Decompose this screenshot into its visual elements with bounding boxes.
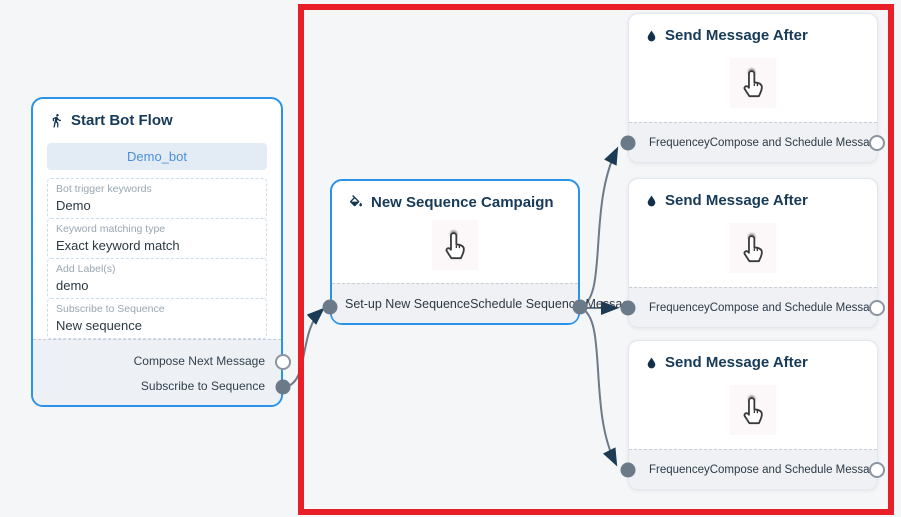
port-frequency-2[interactable] — [620, 300, 636, 316]
field-label: Bot trigger keywords — [56, 183, 152, 195]
water-drop-icon — [647, 195, 656, 206]
node-title: Start Bot Flow — [33, 99, 281, 129]
start-bot-flow-node[interactable]: Start Bot Flow Demo_bot Bot trigger keyw… — [31, 97, 283, 407]
node-title: Send Message After — [629, 14, 877, 44]
field-label: Subscribe to Sequence — [56, 303, 165, 315]
port-compose-next-message[interactable] — [275, 354, 291, 370]
field-label: Add Label(s) — [56, 263, 116, 275]
hand-cursor-click-area[interactable] — [730, 223, 776, 273]
message-node-footer: Frequencey Compose and Schedule Message — [629, 122, 882, 162]
message-node-footer: Frequencey Compose and Schedule Message — [629, 287, 882, 327]
field-label: Keyword matching type — [56, 223, 166, 235]
hand-cursor-icon — [743, 66, 763, 98]
handle-label-frequency[interactable]: Frequencey — [649, 301, 710, 314]
send-message-after-node-3[interactable]: Send Message After Frequencey Compose an… — [628, 340, 882, 490]
handle-label-frequency[interactable]: Frequencey — [649, 136, 710, 149]
port-compose-schedule-2[interactable] — [869, 300, 885, 316]
send-message-after-node-2[interactable]: Send Message After Frequencey Compose an… — [628, 178, 882, 328]
hand-cursor-click-area[interactable] — [730, 58, 776, 108]
node-title-label: Send Message After — [665, 354, 808, 371]
message-node-footer: Frequencey Compose and Schedule Message — [629, 449, 882, 489]
node-title-label: Start Bot Flow — [71, 112, 173, 129]
handle-label-frequency[interactable]: Frequencey — [649, 463, 710, 476]
paint-bucket-icon — [349, 194, 362, 206]
handle-label-schedule-sequence-message[interactable]: Schedule Sequence Message — [470, 296, 637, 311]
output-row-subscribe-to-sequence[interactable]: Subscribe to Sequence — [140, 379, 265, 393]
node-title-label: Send Message After — [665, 27, 808, 44]
port-setup-new-sequence[interactable] — [322, 299, 338, 315]
field-value: Exact keyword match — [56, 238, 180, 253]
output-row-compose-next-message[interactable]: Compose Next Message — [133, 354, 265, 368]
handle-label-compose-and-schedule-message[interactable]: Compose and Schedule Message — [709, 301, 883, 314]
node-title: Send Message After — [629, 179, 877, 209]
port-subscribe-to-sequence[interactable] — [275, 379, 291, 395]
water-drop-icon — [647, 357, 656, 368]
hand-cursor-click-area[interactable] — [730, 385, 776, 435]
field-add-labels[interactable]: Add Label(s) demo — [47, 258, 267, 299]
port-schedule-sequence-message[interactable] — [572, 299, 588, 315]
field-bot-trigger-keywords[interactable]: Bot trigger keywords Demo — [47, 178, 267, 219]
hand-cursor-click-area[interactable] — [432, 220, 478, 270]
field-value: Demo — [56, 198, 91, 213]
hand-cursor-icon — [743, 393, 763, 425]
sequence-node-footer: Set-up New Sequence Schedule Sequence Me… — [332, 283, 636, 323]
send-message-after-node-1[interactable]: Send Message After Frequencey Compose an… — [628, 13, 882, 163]
port-frequency-3[interactable] — [620, 462, 636, 478]
field-value: New sequence — [56, 318, 142, 333]
new-sequence-campaign-node[interactable]: New Sequence Campaign Set-up New Sequenc… — [330, 179, 636, 325]
node-title: New Sequence Campaign — [332, 181, 578, 211]
node-title-label: New Sequence Campaign — [371, 194, 554, 211]
hand-cursor-icon — [743, 231, 763, 263]
port-frequency-1[interactable] — [620, 135, 636, 151]
field-value: demo — [56, 278, 89, 293]
port-compose-schedule-3[interactable] — [869, 462, 885, 478]
node-title-label: Send Message After — [665, 192, 808, 209]
start-node-footer: Compose Next Message Subscribe to Sequen… — [33, 339, 281, 405]
hand-cursor-icon — [445, 228, 465, 260]
handle-label-compose-and-schedule-message[interactable]: Compose and Schedule Message — [709, 136, 883, 149]
handle-label-setup-new-sequence[interactable]: Set-up New Sequence — [345, 296, 471, 311]
port-compose-schedule-1[interactable] — [869, 135, 885, 151]
walking-person-icon — [52, 113, 61, 128]
field-keyword-matching-type[interactable]: Keyword matching type Exact keyword matc… — [47, 218, 267, 259]
start-node-fields: Bot trigger keywords Demo Keyword matchi… — [47, 178, 267, 339]
node-title: Send Message After — [629, 341, 877, 371]
field-subscribe-to-sequence[interactable]: Subscribe to Sequence New sequence — [47, 298, 267, 339]
water-drop-icon — [647, 30, 656, 41]
handle-label-compose-and-schedule-message[interactable]: Compose and Schedule Message — [709, 463, 883, 476]
bot-name-button[interactable]: Demo_bot — [47, 143, 267, 170]
